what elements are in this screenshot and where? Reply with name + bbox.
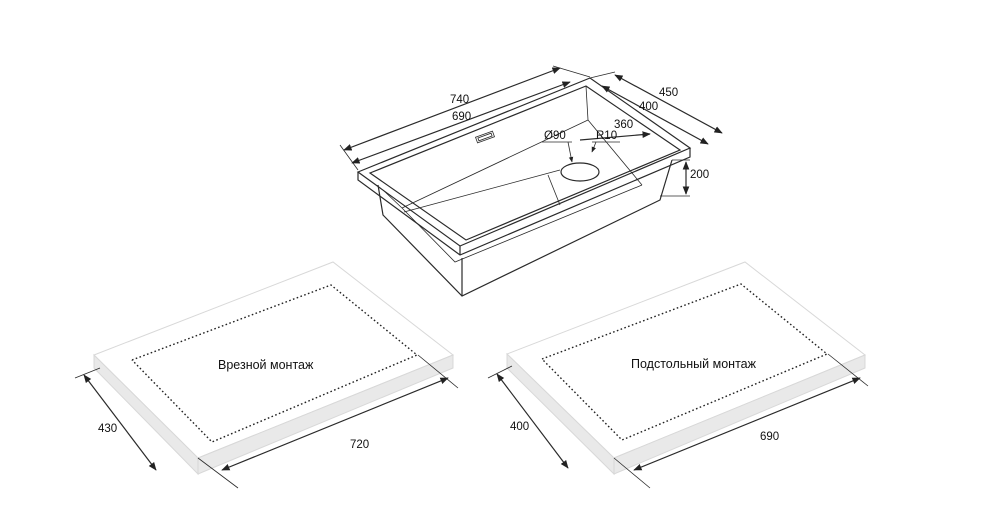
label-inner-width: 400 — [639, 101, 658, 113]
label-outer-length: 740 — [450, 94, 469, 106]
cutout-caption-flush: Врезной монтаж — [218, 358, 314, 372]
label-drain-diameter: Ø90 — [544, 130, 566, 142]
label-bowl-length: 360 — [614, 119, 633, 131]
cutout-undermount-length: 690 — [760, 431, 779, 443]
label-inner-length: 690 — [452, 111, 471, 123]
cutout-flush-mount — [74, 261, 459, 489]
cutout-flush-width: 430 — [98, 423, 117, 435]
drain-hole — [560, 162, 600, 182]
cutout-undermount-width: 400 — [510, 421, 529, 433]
cutout-flush-length: 720 — [350, 439, 369, 451]
overflow-slot — [475, 130, 495, 144]
label-outer-width: 450 — [659, 87, 678, 99]
sink-dimension-labels: 740 690 450 400 360 200 Ø90 R10 — [450, 87, 709, 181]
label-corner-radius: R10 — [596, 130, 617, 142]
sink-dimension-lines — [339, 65, 723, 197]
cutout-caption-undermount: Подстольный монтаж — [631, 357, 757, 371]
label-depth: 200 — [690, 169, 709, 181]
cutout-undermount — [487, 261, 869, 489]
